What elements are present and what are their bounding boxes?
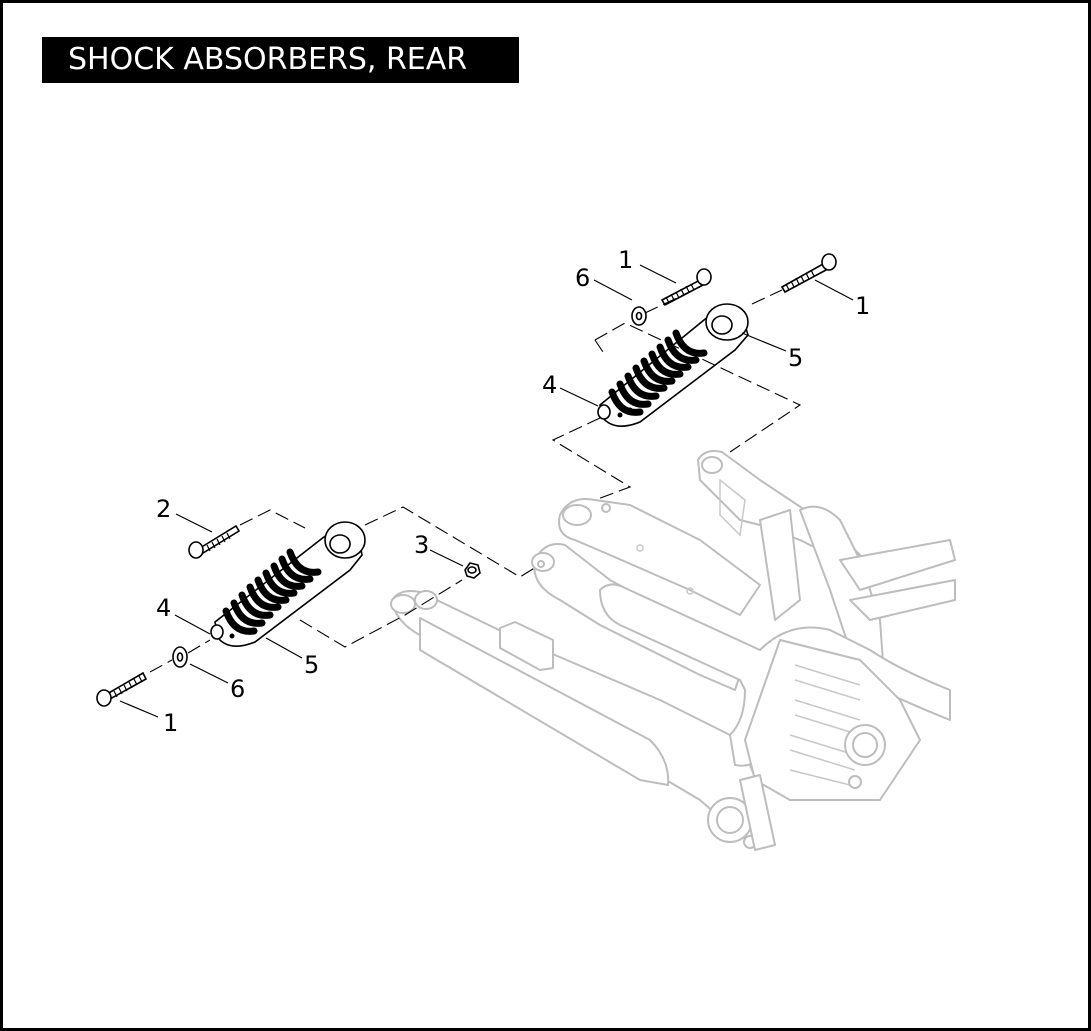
exploded-parts-diagram: 1 6 1 5 4 2 3 4 5 6 1 <box>96 246 956 851</box>
callout-6-upper: 6 <box>575 264 590 292</box>
callout-1-top-right: 1 <box>855 292 870 320</box>
shock-absorber-right <box>597 303 749 427</box>
leader-lines <box>119 264 854 718</box>
callout-5-lower: 5 <box>304 651 319 679</box>
bolt-top-right <box>780 253 837 294</box>
callout-4-lower: 4 <box>156 594 171 622</box>
washer-top <box>631 306 647 326</box>
callout-4-upper: 4 <box>542 371 557 399</box>
bolt-item-2 <box>188 524 241 559</box>
callout-1-top-left: 1 <box>618 246 633 274</box>
washer-bottom <box>172 646 188 668</box>
callout-5-upper: 5 <box>788 344 803 372</box>
bolt-bottom <box>96 671 148 707</box>
motorcycle-frame-ghost <box>390 450 956 851</box>
shock-absorber-left <box>210 521 366 647</box>
assembly-lines <box>149 286 802 673</box>
bolt-top-left <box>660 268 712 307</box>
callout-3: 3 <box>414 531 429 559</box>
callout-2: 2 <box>156 495 171 523</box>
nut-item-3 <box>464 562 481 579</box>
callout-6-lower: 6 <box>230 675 245 703</box>
callout-1-bottom: 1 <box>163 709 178 737</box>
callouts: 1 6 1 5 4 2 3 4 5 6 1 <box>156 246 870 737</box>
diagram-title: SHOCK ABSORBERS, REAR <box>42 37 519 83</box>
